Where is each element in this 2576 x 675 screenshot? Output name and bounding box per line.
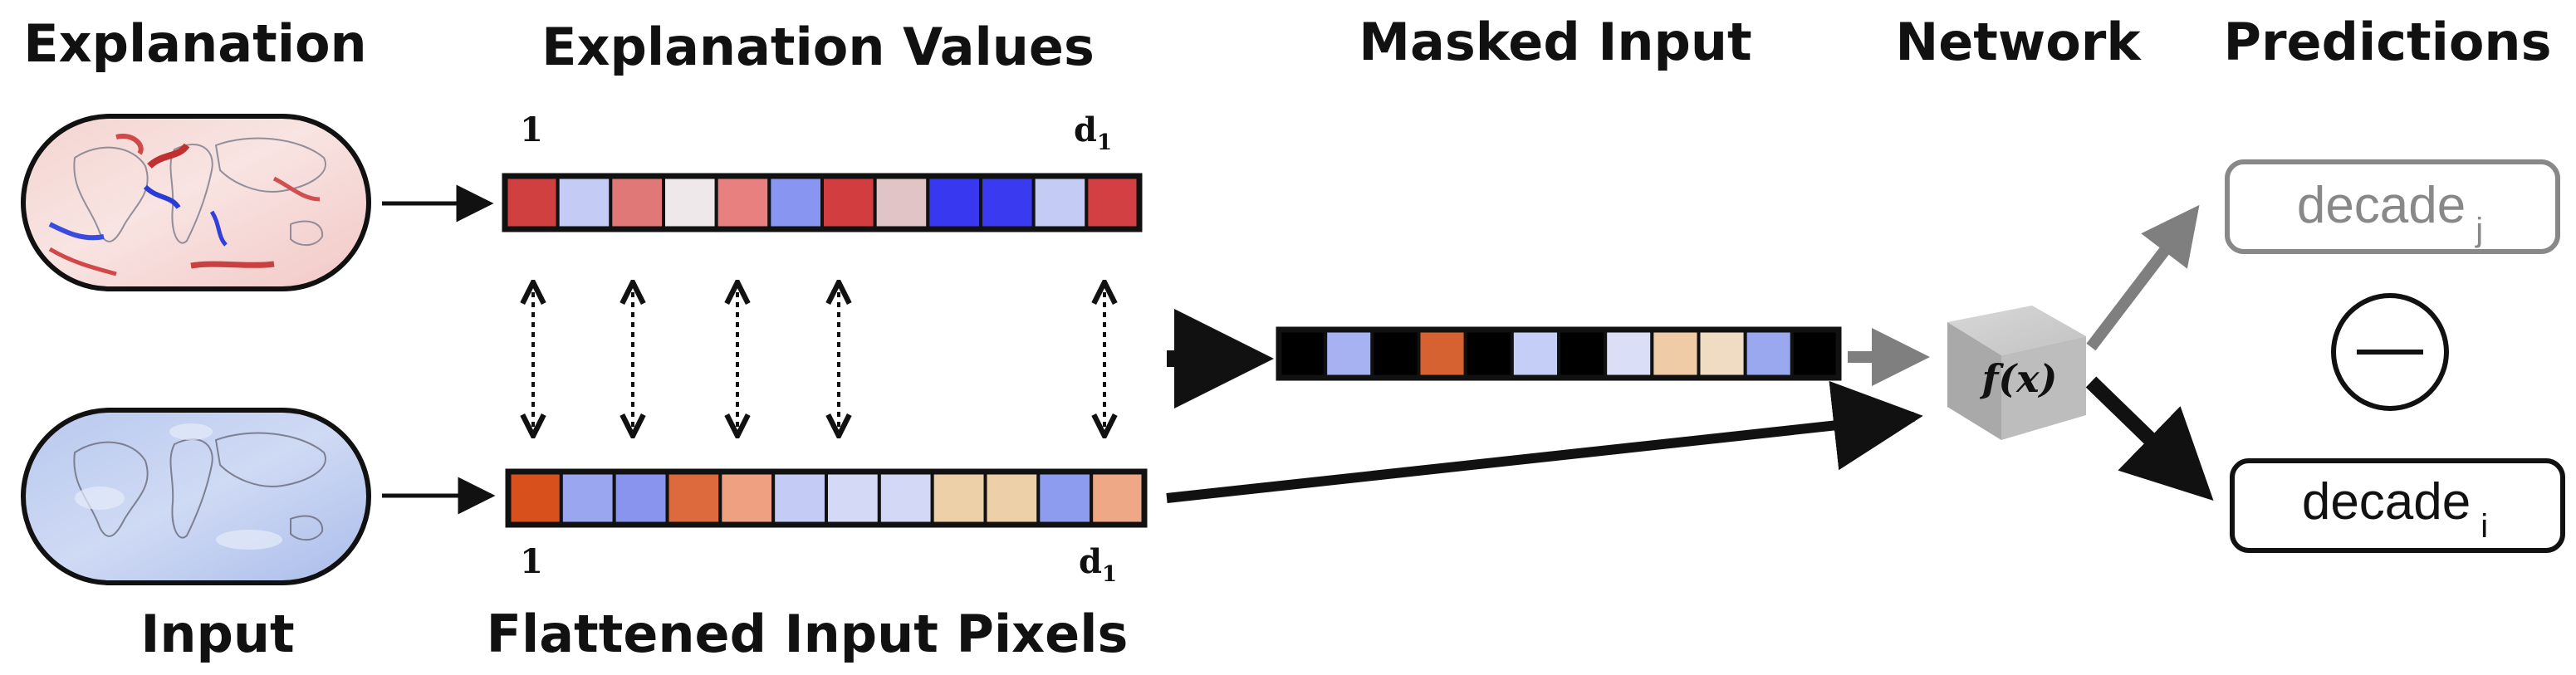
strip-cell [820, 174, 877, 231]
network-to-top-prediction-arrow [2086, 204, 2200, 351]
correspondence-arrows [533, 282, 1104, 436]
input-heading: Input [140, 604, 294, 664]
strip-border [505, 468, 1148, 528]
strip-cell [1604, 328, 1654, 379]
strip-cell [665, 470, 722, 526]
masked-input-strip [1276, 326, 1842, 381]
network-to-bottom-prediction-arrow [2085, 376, 2214, 501]
explanation-values-strip [502, 173, 1143, 232]
pixels-start-index: 1 [520, 542, 543, 581]
network-function-label: f(x) [1980, 356, 2058, 401]
strip-cell [877, 470, 934, 526]
strip-cell [1324, 328, 1374, 379]
strip-cell [771, 470, 829, 526]
strip-cell [507, 470, 563, 526]
minus-operator [2331, 293, 2449, 411]
strip-border [1276, 326, 1842, 381]
strip-cell [1557, 328, 1608, 379]
strip-cell [930, 470, 987, 526]
strip-cell [714, 174, 771, 231]
values-start-index: 1 [520, 110, 543, 149]
strip-cell [1036, 470, 1094, 526]
strip-cell [1790, 328, 1840, 379]
strip-cell [1697, 328, 1747, 379]
flattened-input-strip [505, 468, 1148, 528]
strip-cell [609, 174, 665, 231]
strip-cell [983, 470, 1041, 526]
strip-cell [926, 174, 983, 231]
explanation-heading: Explanation [23, 13, 366, 74]
strip-cell [1090, 470, 1146, 526]
strip-cell [1277, 328, 1328, 379]
strip-cell [1370, 328, 1421, 379]
strip-cell [825, 470, 881, 526]
strip-cell [503, 174, 560, 231]
network-cube: f(x) [1947, 306, 2086, 440]
predictions-heading: Predictions [2224, 12, 2552, 72]
flattened-input-pixels-heading: Flattened Input Pixels [487, 604, 1129, 664]
explanation-values-heading: Explanation Values [541, 17, 1095, 77]
pixels-to-network-arrow [1166, 380, 1923, 503]
strip-cell [1031, 174, 1089, 231]
strip-cell [1510, 328, 1561, 379]
strip-cell [1463, 328, 1514, 379]
strip-cell [1650, 328, 1701, 379]
strip-cell [662, 174, 718, 231]
pixels-end-index: d1 [1079, 542, 1117, 587]
strip-cell [556, 174, 613, 231]
values-end-index: d1 [1074, 110, 1112, 155]
network-heading: Network [1895, 12, 2142, 72]
input-map [21, 408, 371, 585]
strip-cell [979, 174, 1036, 231]
strip-cell [559, 470, 616, 526]
strip-cell [612, 470, 669, 526]
strip-cell [1743, 328, 1794, 379]
strip-border [502, 173, 1143, 232]
masked-input-heading: Masked Input [1359, 12, 1751, 72]
strip-cell [718, 470, 776, 526]
strip-cell [1417, 328, 1467, 379]
explanation-map [21, 114, 371, 291]
strip-cell [873, 174, 930, 231]
strip-cell [1085, 174, 1142, 231]
strip-cell [767, 174, 824, 231]
